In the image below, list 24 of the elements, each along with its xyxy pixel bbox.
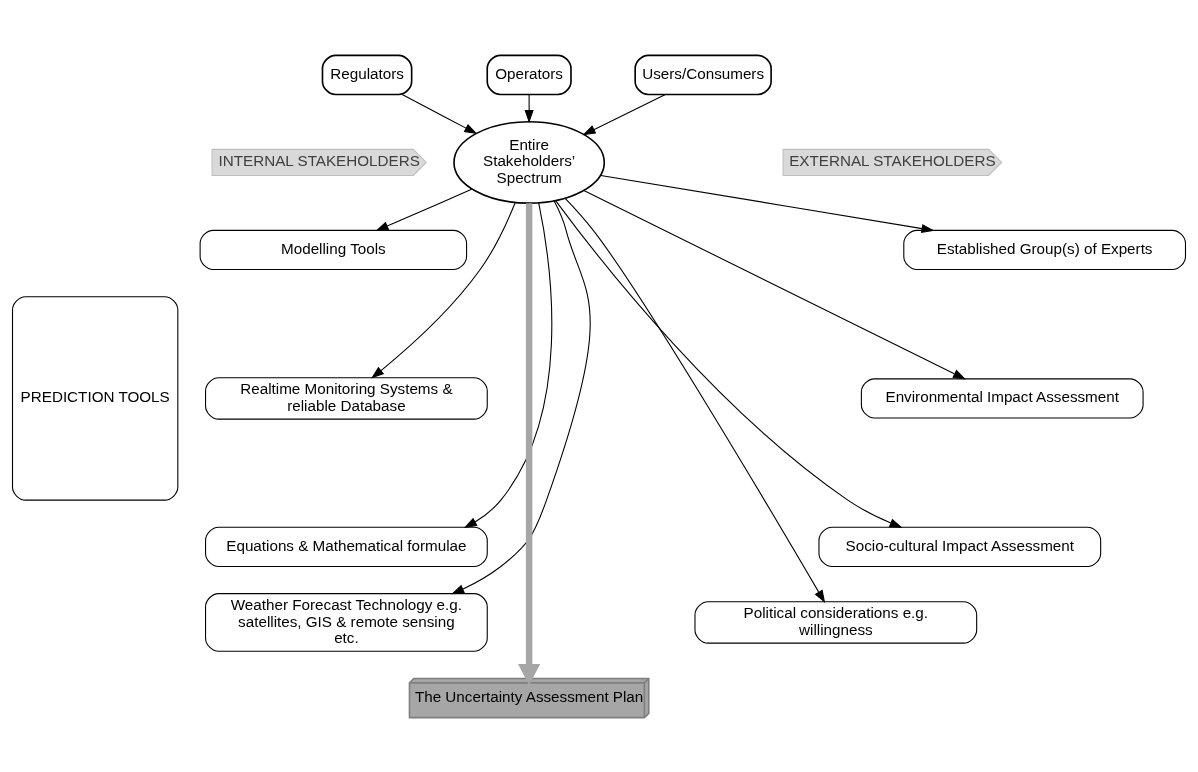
arrow xyxy=(583,189,967,379)
arrow xyxy=(600,174,935,233)
arrow xyxy=(582,93,666,135)
arrow xyxy=(401,93,478,134)
node-box: Environmental Impact Assessment xyxy=(860,377,1144,419)
node-box: Regulators xyxy=(321,54,413,95)
node-box: Socio-cultural Impact Assessment xyxy=(818,526,1102,567)
arrow xyxy=(564,197,826,603)
arrow xyxy=(524,93,534,123)
arrow xyxy=(371,201,516,379)
node-box: Realtime Monitoring Systems & reliable Database xyxy=(205,376,488,420)
arrow xyxy=(555,199,903,528)
node-box: Political considerations e.g. willingness xyxy=(694,600,978,644)
node-box: Weather Forecast Technology e.g. satellites, GIS & remote sensing etc. xyxy=(205,592,488,652)
node-box: Users/Consumers xyxy=(634,54,772,95)
node-box: Operators xyxy=(486,54,572,95)
node-box: PREDICTION TOOLS xyxy=(11,295,179,501)
node-box: Modelling Tools xyxy=(199,229,468,270)
arrow xyxy=(451,200,591,594)
node-box: Established Group(s) of Experts xyxy=(903,229,1187,270)
arrow xyxy=(463,201,553,528)
arrow xyxy=(518,202,541,685)
node-box: Equations & Mathematical formulae xyxy=(205,526,488,567)
arrow xyxy=(375,188,473,231)
